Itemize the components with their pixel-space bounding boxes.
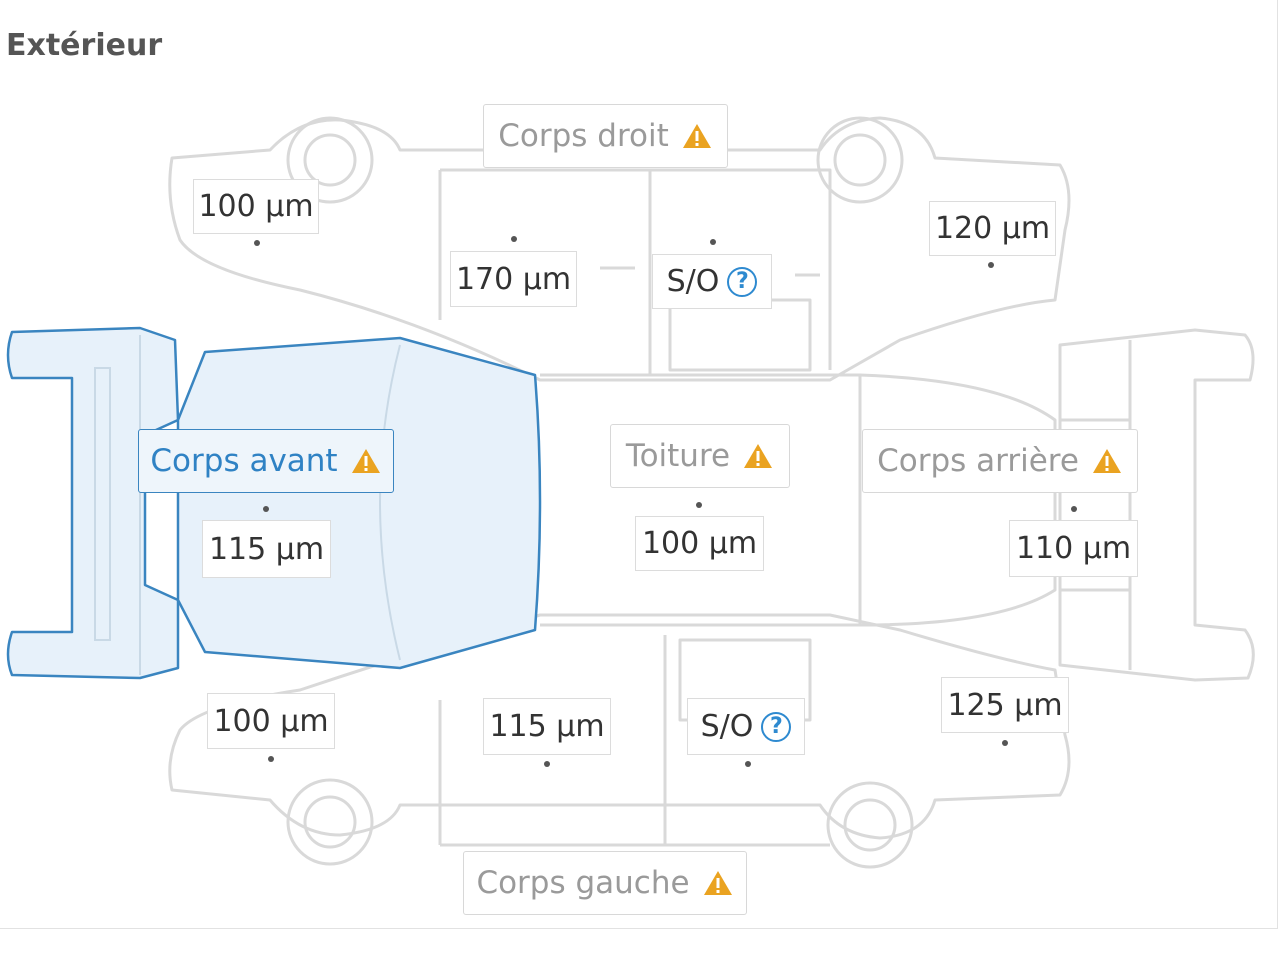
zone-label-corps-avant[interactable]: Corps avant [138,429,394,493]
section-title: Extérieur [6,28,163,63]
warning-icon [682,124,711,148]
measurement-toiture-1: 100 µm [635,516,764,571]
point-marker [254,240,260,246]
zone-label-corps-gauche[interactable]: Corps gauche [463,851,747,915]
hood-selected [176,336,542,670]
zone-label-text: Corps gauche [476,865,690,901]
point-marker [511,236,517,242]
right-front-wheel [286,116,374,204]
point-marker [745,761,751,767]
warning-icon [351,449,380,473]
measurement-droit-2: 170 µm [450,251,577,307]
point-marker [1002,740,1008,746]
zone-label-text: Corps avant [150,443,338,479]
point-marker [710,239,716,245]
zone-label-text: Corps droit [498,118,669,154]
left-front-wheel-hub [303,795,357,849]
measurement-droit-4: 120 µm [929,201,1056,256]
help-icon[interactable]: ? [727,266,758,297]
front-bumper-selected [6,326,180,680]
right-front-wheel-hub [303,133,357,187]
panel-border [1277,0,1278,929]
right-side-outline [168,116,1071,382]
measurement-gauche-2: 115 µm [483,698,611,755]
measurement-gauche-4: 125 µm [941,677,1069,733]
measurement-arriere-1: 110 µm [1009,520,1138,577]
zone-label-text: Toiture [625,438,731,474]
measurement-gauche-1: 100 µm [207,693,335,749]
zone-label-toiture[interactable]: Toiture [610,424,790,488]
warning-icon [703,871,732,895]
zone-label-corps-droit[interactable]: Corps droit [483,104,728,168]
measurement-droit-1: 100 µm [193,179,319,234]
point-marker [988,262,994,268]
warning-icon [744,444,773,468]
measurement-avant-1: 115 µm [202,520,331,578]
measurement-droit-3: S/O ? [652,254,772,309]
rear-bumper-outline [1058,328,1255,682]
right-rear-wheel-hub [833,133,887,187]
left-front-wheel [286,778,374,866]
right-rear-wheel [816,116,904,204]
warning-icon [1092,449,1121,473]
measurement-gauche-3: S/O ? [687,698,805,755]
panel-border [0,928,1278,929]
point-marker [1071,506,1077,512]
point-marker [696,502,702,508]
point-marker [268,756,274,762]
help-icon[interactable]: ? [761,711,792,742]
zone-label-corps-arriere[interactable]: Corps arrière [862,429,1138,493]
point-marker [263,506,269,512]
zone-label-text: Corps arrière [877,443,1079,479]
point-marker [544,761,550,767]
left-rear-wheel [826,781,914,869]
left-rear-wheel-hub [843,798,897,852]
roof-outline [540,373,862,627]
